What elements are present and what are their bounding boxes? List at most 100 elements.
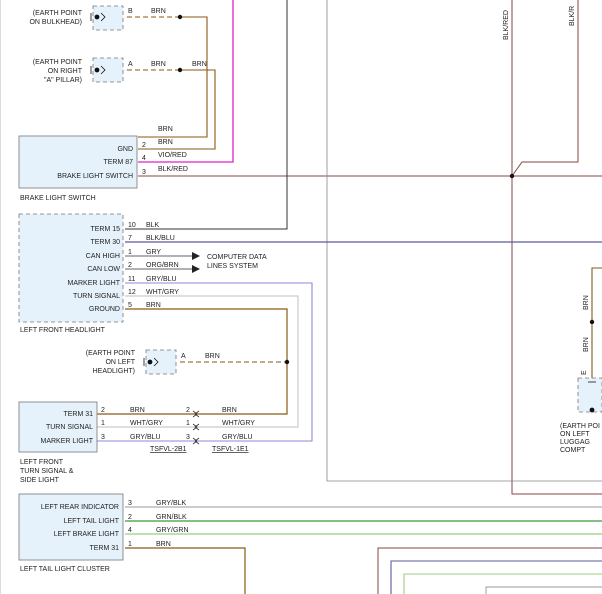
earth-luggage-label: LUGGAG (560, 439, 590, 446)
wire-label-brn: BRN (158, 139, 173, 146)
headlight-wire-label: BLK/BLU (146, 235, 175, 242)
connector-marks (192, 410, 200, 445)
tail-light-pin-num: 4 (128, 527, 132, 534)
wire-bottom-4 (485, 586, 602, 594)
earth-symbols (90, 12, 596, 413)
wire-blk-red-vertical-2 (511, 0, 579, 177)
headlight-wire-label: GRY (146, 249, 161, 256)
tail-light-pin-label: TERM 31 (89, 545, 119, 552)
earth-a-pillar-label: ON RIGHT (48, 68, 83, 75)
tail-light-wire-label: GRN/BLK (156, 514, 187, 521)
earth-luggage-label: (EARTH POI (560, 423, 600, 430)
wire-blk-red-down (511, 176, 602, 495)
wire-vio-red (138, 0, 234, 163)
wire-bottom-2 (390, 560, 602, 594)
brake-switch-pin-label: TERM 87 (103, 159, 133, 166)
wire-label-brn-right: BRN (583, 295, 590, 310)
brake-switch-pin-label: GND (117, 146, 133, 153)
turn-signal-right-pin: 2 (186, 407, 190, 414)
splice-right (589, 319, 595, 325)
tail-light-pin-label: LEFT BRAKE LIGHT (54, 531, 120, 538)
wire-wht-gry (125, 295, 299, 428)
turn-signal-pin-label: TURN SIGNAL (46, 424, 93, 431)
headlight-pin-num: 12 (128, 289, 136, 296)
tail-light-pin-num: 2 (128, 514, 132, 521)
headlight-pin-label: CAN LOW (87, 266, 120, 273)
turn-signal-pin-num: 2 (101, 407, 105, 414)
headlight-pin-label: TERM 30 (90, 239, 120, 246)
tail-light-wire-label: GRY/BLK (156, 500, 187, 507)
left-tail-light-box (18, 493, 124, 561)
headlight-pin-label: CAN HIGH (86, 253, 120, 260)
headlight-wire-label: BRN (146, 302, 161, 309)
wire-label-brn: BRN (158, 126, 173, 133)
wire-label-blk-r: BLK/R (569, 6, 576, 26)
wire-label-brn: BRN (205, 353, 220, 360)
earth-luggage-box (577, 377, 602, 413)
earth-luggage-label: COMPT (560, 447, 586, 454)
headlight-pin-num: 5 (128, 302, 132, 309)
turn-signal-wire-label-right: GRY/BLU (222, 434, 253, 441)
turn-signal-pin-label: MARKER LIGHT (40, 438, 93, 445)
tail-light-pin-num: 3 (128, 500, 132, 507)
earth-headlight-label: HEADLIGHT) (93, 368, 135, 375)
headlight-pin-num: 2 (128, 262, 132, 269)
tail-light-wire-label: BRN (156, 541, 171, 548)
headlight-wire-label: ORG/BRN (146, 262, 179, 269)
left-front-turn-signal-name: SIDE LIGHT (20, 477, 60, 484)
pin-a-label: A (128, 61, 133, 68)
tail-light-wire-label: GRY/GRN (156, 527, 189, 534)
brake-switch-pin-label: BRAKE LIGHT SWITCH (57, 173, 133, 180)
splice-blk-red (509, 173, 515, 179)
wire-label-vio-red: VIO/RED (158, 152, 187, 159)
tail-light-pin-label: LEFT TAIL LIGHT (64, 518, 120, 525)
wire-gry-blu (125, 282, 313, 442)
arrow-can-high (192, 252, 200, 260)
wire-label-brn: BRN (151, 8, 166, 15)
headlight-pin-num: 7 (128, 235, 132, 242)
headlight-pin-label: TURN SIGNAL (73, 293, 120, 300)
splice-bulkhead (177, 14, 183, 20)
wire-label-blk-red: BLK/RED (158, 166, 188, 173)
brake-switch-pin-num: 3 (142, 169, 146, 176)
tail-light-pin-num: 1 (128, 541, 132, 548)
earth-headlight-label: ON LEFT (105, 359, 135, 366)
wire-label-blk-red-vertical: BLK/RED (503, 10, 510, 40)
turn-signal-right-pin: 1 (186, 420, 190, 427)
diagram-labels: (EARTH POINT ON BULKHEAD) (EARTH POINT ON R… (20, 6, 600, 573)
turn-signal-wire-label: BRN (130, 407, 145, 414)
wire-gray-structure (326, 0, 602, 482)
turn-signal-pin-num: 3 (101, 434, 105, 441)
earth-a-pillar-label: "A" PILLAR) (44, 77, 82, 84)
headlight-wire-label: GRY/BLU (146, 276, 177, 283)
wire-brn-right (591, 267, 602, 410)
headlight-pin-label: MARKER LIGHT (67, 280, 120, 287)
turn-signal-wire-label: WHT/GRY (130, 420, 163, 427)
tail-light-pin-label: LEFT REAR INDICATOR (41, 504, 119, 511)
left-tail-light-cluster-name: LEFT TAIL LIGHT CLUSTER (20, 566, 110, 573)
headlight-pin-label: GROUND (89, 306, 120, 313)
pin-b-label: B (128, 8, 133, 15)
left-front-turn-signal-box (18, 401, 98, 453)
splice-a-pillar (177, 67, 183, 73)
turn-signal-wire-label: GRY/BLU (130, 434, 161, 441)
wire-brn-a-pillar (124, 69, 216, 150)
headlight-wire-label: WHT/GRY (146, 289, 179, 296)
computer-data-label: LINES SYSTEM (207, 263, 258, 270)
brake-light-switch-box (18, 135, 138, 189)
earth-bulkhead-label: ON BULKHEAD) (29, 19, 82, 26)
wire-label-brn: BRN (192, 61, 207, 68)
brake-switch-pin-num: 2 (142, 142, 146, 149)
earth-a-pillar-label: (EARTH POINT (33, 59, 83, 66)
turn-signal-pin-num: 1 (101, 420, 105, 427)
headlight-wire-label: BLK (146, 222, 160, 229)
turn-signal-wire-label-right: WHT/GRY (222, 420, 255, 427)
connector-right-label: TSFVL-1E1 (212, 446, 249, 453)
headlight-pin-label: TERM 15 (90, 226, 120, 233)
left-front-headlight-box (18, 213, 124, 323)
connector-left-label: TSFVL-2B1 (150, 446, 187, 453)
pin-e-label: E (581, 370, 588, 375)
turn-signal-wire-label-right: BRN (222, 407, 237, 414)
earth-bulkhead-label: (EARTH POINT (33, 10, 83, 17)
